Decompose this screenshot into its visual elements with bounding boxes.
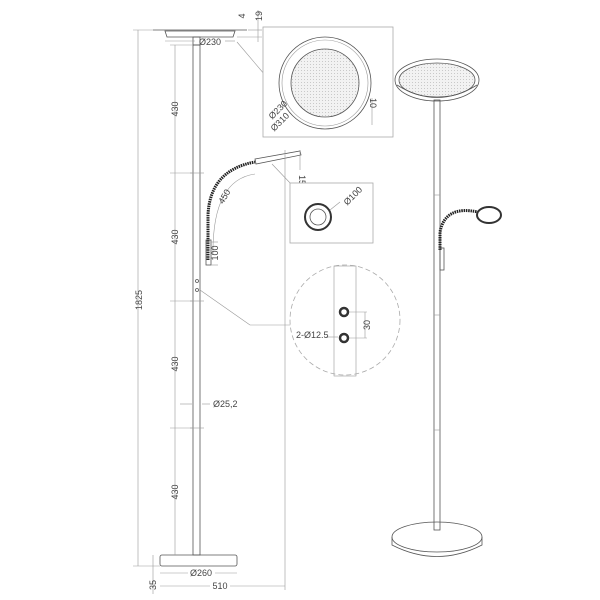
switch-button	[338, 306, 350, 318]
dimension-labels: 4 19 Ø230 430 430 430 430 1825 450 100 1…	[134, 11, 307, 591]
dim-shade-height: 19	[254, 11, 264, 21]
switch-button	[195, 288, 199, 292]
dim-head-height: 15	[297, 175, 307, 185]
shade-body	[164, 30, 236, 38]
perspective-view	[391, 58, 502, 557]
gooseneck-arm	[206, 160, 256, 260]
side-view	[153, 29, 302, 567]
dim-shade-top: 4	[237, 13, 247, 18]
dim-segment-2: 430	[170, 229, 180, 244]
reading-head-ring	[476, 206, 502, 224]
dim-base-diameter: Ø260	[190, 568, 212, 578]
detail-shade-rim: 10	[368, 98, 378, 108]
dim-shade-diameter: Ø230	[199, 37, 221, 47]
dimension-lines	[133, 10, 301, 594]
dim-total-width: 510	[212, 581, 227, 591]
dim-base-height: 35	[148, 580, 158, 590]
dim-segment-4: 430	[170, 484, 180, 499]
switch-button	[338, 332, 350, 344]
dim-total-height: 1825	[134, 290, 144, 310]
pole	[192, 44, 201, 556]
led-panel	[290, 48, 360, 118]
arm-holder	[205, 239, 212, 266]
switch-button	[195, 279, 199, 283]
detail-switch-spacing: 30	[362, 320, 372, 330]
detail-switches: 2-Ø12.5 30	[199, 264, 401, 377]
detail-shade: Ø230 Ø310 10	[236, 26, 394, 138]
dim-arm-length: 450	[216, 187, 232, 205]
detail-reading-head: Ø100	[271, 163, 374, 244]
base	[159, 554, 238, 567]
dim-segment-3: 430	[170, 356, 180, 371]
reading-head	[254, 150, 302, 165]
dim-pole-diameter: Ø25,2	[213, 399, 238, 409]
dim-segment-1: 430	[170, 101, 180, 116]
detail-switch-buttons: 2-Ø12.5	[296, 330, 329, 340]
base-top	[391, 521, 483, 553]
dim-switch-offset: 100	[210, 245, 220, 260]
